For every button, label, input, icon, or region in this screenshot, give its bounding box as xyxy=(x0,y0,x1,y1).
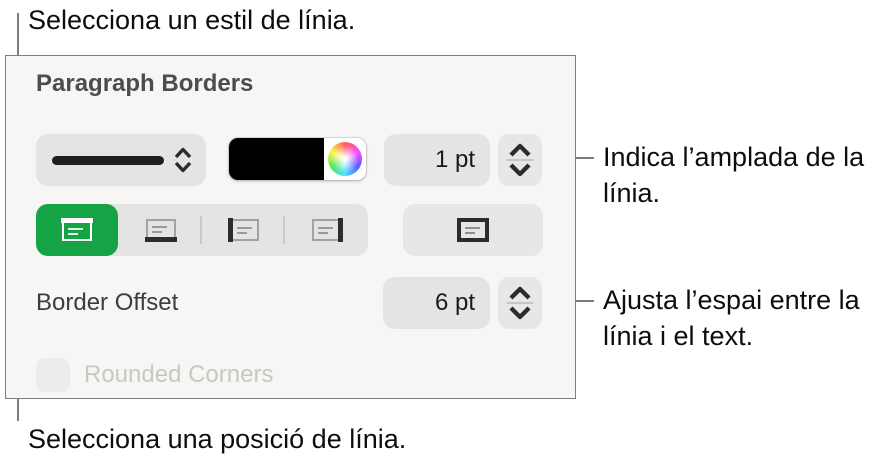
border-offset-field[interactable]: 6 pt xyxy=(383,277,490,329)
callout-line-width-text-line1: Indica l’amplada de la xyxy=(603,142,865,172)
callout-offset-text-line1: Ajusta l’espai entre la xyxy=(603,285,860,315)
callout-position-text: Selecciona una posició de línia. xyxy=(28,424,407,454)
border-right-icon xyxy=(312,218,343,242)
border-position-bottom-button[interactable] xyxy=(131,204,191,256)
up-down-chevrons-icon xyxy=(506,143,534,177)
panel-title: Paragraph Borders xyxy=(36,70,254,97)
color-swatch xyxy=(229,138,324,180)
line-width-field[interactable]: 1 pt xyxy=(384,134,490,186)
callout-line-width-text: Indica l’amplada de la línia. xyxy=(603,139,864,211)
callout-offset-text: Ajusta l’espai entre la línia i el text. xyxy=(603,282,860,354)
button-divider xyxy=(283,216,285,244)
rounded-corners-label: Rounded Corners xyxy=(84,361,274,388)
border-all-icon xyxy=(457,218,489,242)
border-position-left-button[interactable] xyxy=(214,204,274,256)
popup-up-down-chevrons-icon xyxy=(174,147,192,173)
up-down-chevrons-icon xyxy=(506,286,534,320)
rounded-corners-checkbox[interactable] xyxy=(36,358,70,392)
border-position-top-button[interactable] xyxy=(36,204,118,256)
callout-line-width-text-line2: línia. xyxy=(603,178,661,208)
line-style-preview xyxy=(52,155,164,165)
color-well[interactable] xyxy=(229,138,366,180)
line-width-stepper[interactable] xyxy=(498,134,542,186)
border-offset-label: Border Offset xyxy=(36,289,179,316)
border-left-icon xyxy=(228,218,259,242)
border-offset-stepper[interactable] xyxy=(498,277,542,329)
border-position-group xyxy=(36,204,368,256)
border-position-right-button[interactable] xyxy=(297,204,357,256)
paragraph-borders-panel: Paragraph Borders 1 pt xyxy=(5,55,576,399)
all-borders-button[interactable] xyxy=(403,204,543,256)
color-wheel-icon xyxy=(328,142,362,176)
button-divider xyxy=(200,216,202,244)
border-bottom-icon xyxy=(145,219,177,242)
callout-offset-text-line2: línia i el text. xyxy=(603,321,754,351)
callout-line-style-text: Selecciona un estil de línia. xyxy=(28,5,356,35)
line-style-popup[interactable] xyxy=(36,134,206,186)
border-top-icon xyxy=(61,218,93,241)
